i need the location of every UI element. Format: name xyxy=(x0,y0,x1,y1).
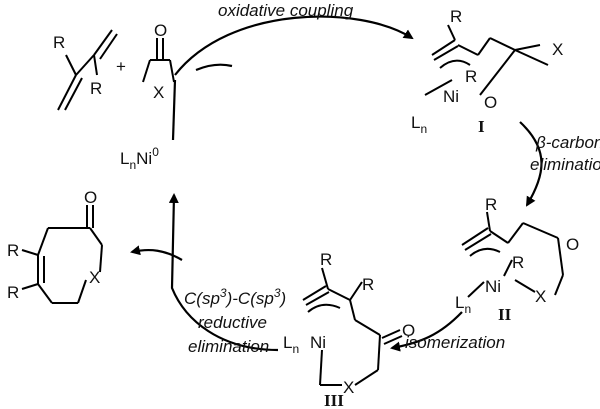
int-II-x: X xyxy=(535,287,546,306)
int-III-numeral: III xyxy=(324,391,344,409)
product-r1: R xyxy=(7,241,19,260)
int-I-r1: R xyxy=(450,7,462,26)
int-III-r2: R xyxy=(362,275,374,294)
catalyst-label: LnNi0 xyxy=(120,145,159,172)
diene-r1: R xyxy=(53,33,65,52)
int-II-o: O xyxy=(566,235,579,254)
int-II-ni: Ni xyxy=(485,277,501,296)
diene-r2: R xyxy=(90,79,102,98)
int-I-r2: R xyxy=(465,67,477,86)
product-structure: O R R X xyxy=(7,188,103,304)
intermediate-II: R R O Ni X Ln II xyxy=(455,195,579,324)
int-III-ni: Ni xyxy=(310,333,326,352)
int-II-numeral: II xyxy=(498,305,512,324)
product-release-arrow xyxy=(130,245,183,261)
int-II-ligand: Ln xyxy=(455,293,471,316)
oxidative-coupling-arrow xyxy=(174,15,414,76)
product-x: X xyxy=(89,268,100,287)
ketone-oxygen: O xyxy=(154,21,167,40)
isomerization-label: isomerization xyxy=(405,333,505,352)
int-II-r2: R xyxy=(512,253,524,272)
beta-elimination-label-1: β-carbon xyxy=(535,133,600,152)
int-III-o: O xyxy=(402,321,415,340)
int-I-ligand: Ln xyxy=(411,113,427,136)
int-I-o: O xyxy=(484,93,497,112)
reactant-hook-arc xyxy=(195,63,233,72)
reductive-elimination-arrow xyxy=(168,193,279,352)
isomerization-arrow xyxy=(390,311,463,352)
beta-elimination-label-2: elimination xyxy=(530,155,600,174)
ketone-x: X xyxy=(153,83,164,102)
reductive-elimination-label-2: reductive xyxy=(198,313,267,332)
product-r2: R xyxy=(7,283,19,302)
reductive-elimination-label-3: elimination xyxy=(188,337,269,356)
beta-elimination-arrow xyxy=(519,121,543,207)
intermediate-I: R R Ni O X Ln I xyxy=(411,7,563,136)
cycle-arrows xyxy=(130,15,543,352)
int-I-ni: Ni xyxy=(443,87,459,106)
int-II-r1: R xyxy=(485,195,497,214)
ketone-ring-structure: O X xyxy=(142,21,175,102)
plus-sign: + xyxy=(116,57,126,76)
int-III-r1: R xyxy=(320,250,332,269)
product-o: O xyxy=(84,188,97,207)
diene-structure: R R xyxy=(53,29,118,111)
int-I-numeral: I xyxy=(478,117,485,136)
int-III-x: X xyxy=(343,378,354,397)
oxidative-coupling-label: oxidative coupling xyxy=(218,1,354,20)
intermediate-III: R R O Ni X Ln III xyxy=(283,250,415,409)
catalyst-branch-arrow xyxy=(171,79,177,141)
int-I-x: X xyxy=(552,40,563,59)
reductive-elimination-label-1: C(sp3)-C(sp3) xyxy=(184,286,286,308)
int-III-ligand: Ln xyxy=(283,333,299,356)
